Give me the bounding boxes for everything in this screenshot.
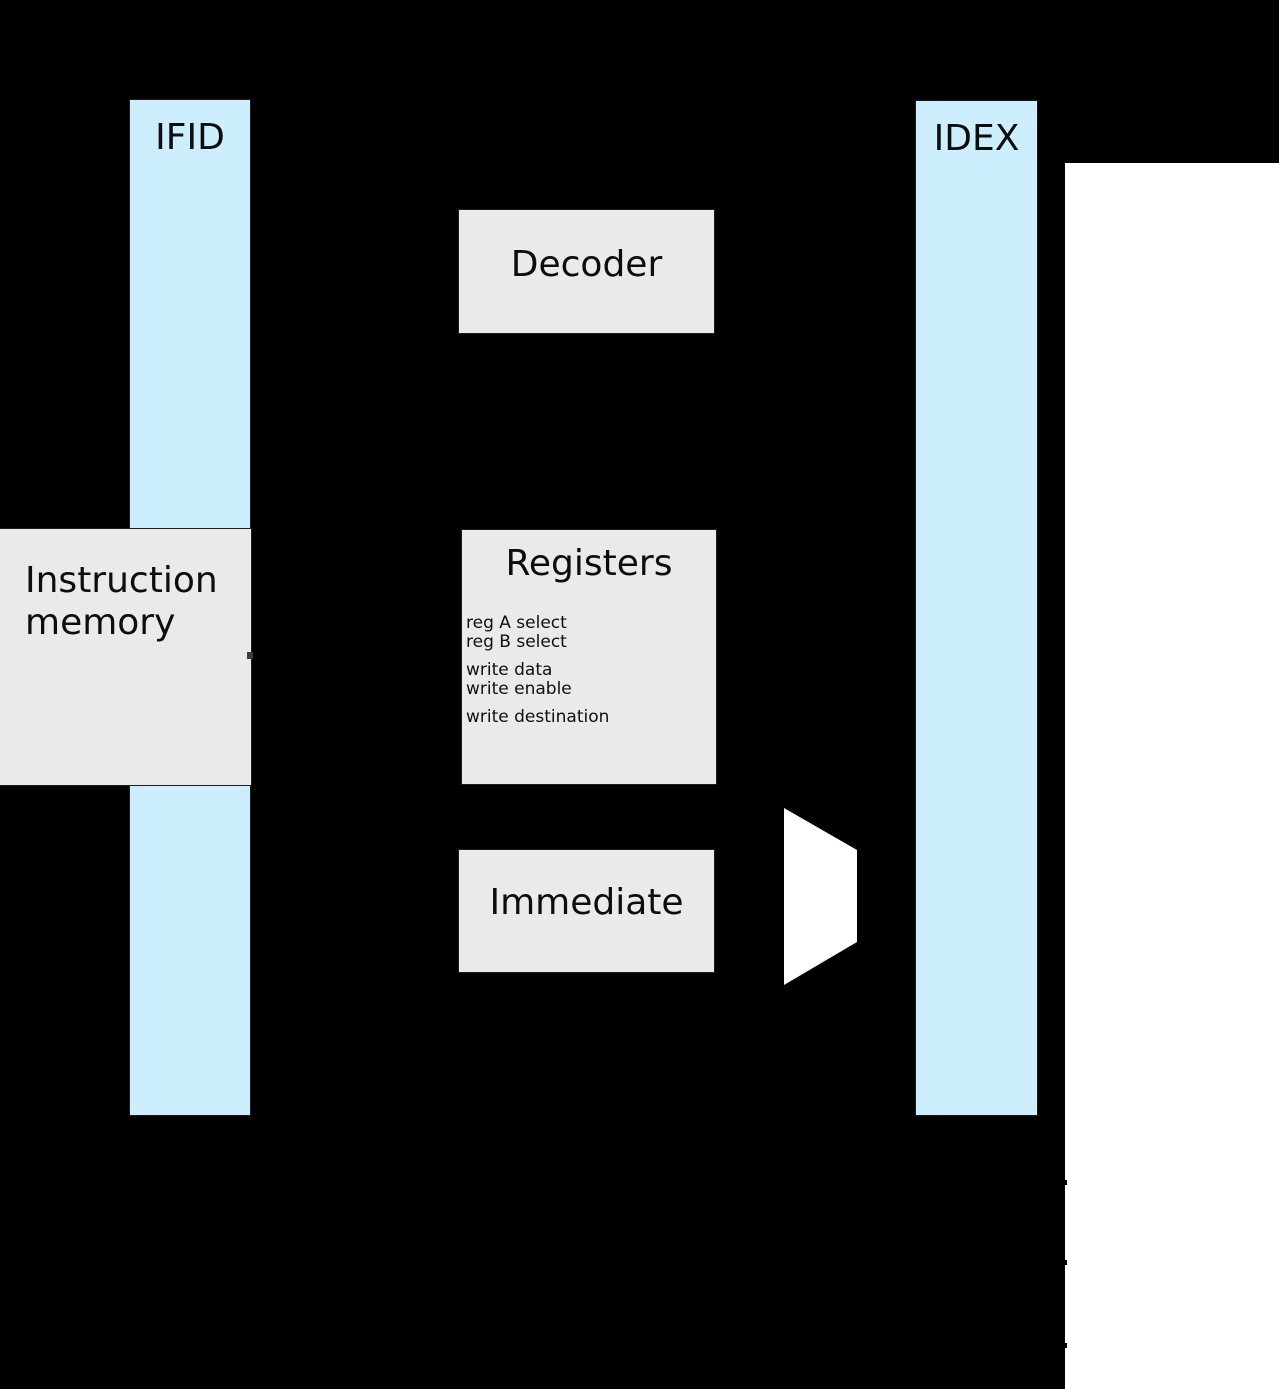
side-panel [1065,163,1279,1389]
register-port-write-destination: write destination [466,707,610,727]
side-panel-connector-nub-3 [1062,1343,1067,1348]
block-immediate[interactable]: Immediate [458,849,715,973]
register-port-write-enable: write enable [466,679,572,699]
block-immediate-label: Immediate [489,882,684,923]
register-port-list: reg A select reg B select write data wri… [466,614,712,727]
block-registers-label: Registers [505,543,673,584]
operand-multiplexer[interactable] [784,808,858,985]
register-port-reg-b-select: reg B select [466,632,567,652]
register-port-reg-a-select: reg A select [466,613,567,633]
block-instruction-memory-label: Instruction memory [25,560,218,643]
side-panel-connector-nub-2 [1062,1260,1067,1265]
side-panel-connector-nub-1 [1062,1180,1067,1185]
block-decoder-label: Decoder [510,244,663,285]
pipeline-register-ifid-label: IFID [155,117,225,158]
instruction-memory-output-nub [247,652,253,659]
block-registers[interactable]: Registers reg A select reg B select writ… [461,529,717,785]
pipeline-register-idex-label: IDEX [933,118,1020,159]
block-instruction-memory[interactable]: Instruction memory [0,528,252,786]
pipeline-register-idex[interactable]: IDEX [915,100,1038,1116]
register-port-write-data: write data [466,660,553,680]
block-decoder[interactable]: Decoder [458,209,715,334]
